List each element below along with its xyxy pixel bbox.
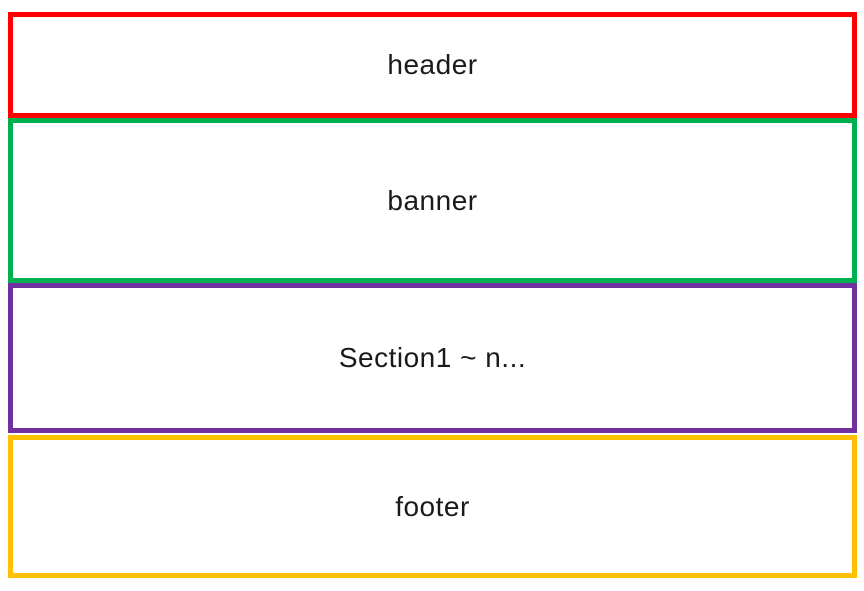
header-block-label: header <box>387 49 478 81</box>
footer-block: footer <box>8 435 857 578</box>
sections-block: Section1 ~ n... <box>8 283 857 433</box>
footer-block-label: footer <box>395 490 470 522</box>
sections-block-label: Section1 ~ n... <box>338 342 527 374</box>
layout-block-stack: header banner Section1 ~ n... footer <box>8 12 857 578</box>
banner-block-label: banner <box>387 184 478 216</box>
header-block: header <box>8 12 857 118</box>
banner-block: banner <box>8 118 857 283</box>
